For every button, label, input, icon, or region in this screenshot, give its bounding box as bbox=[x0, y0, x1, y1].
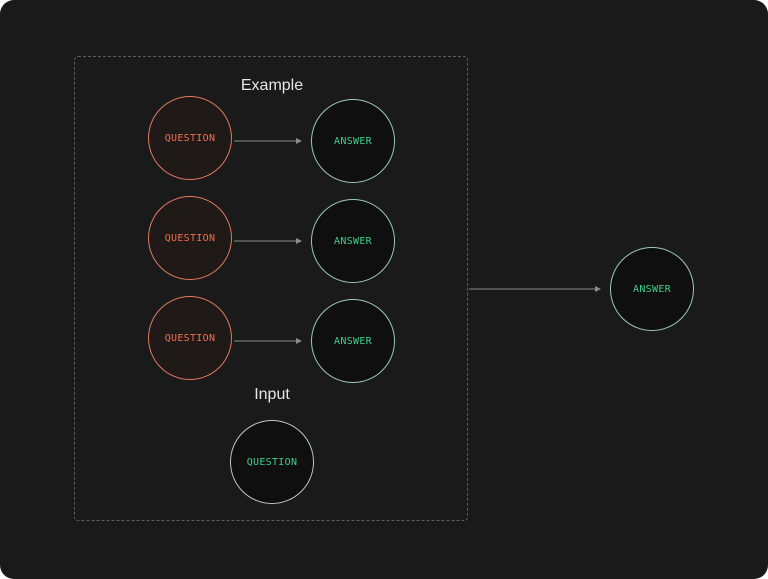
input-heading: Input bbox=[254, 386, 290, 403]
example-answer-2: ANSWER bbox=[311, 199, 395, 283]
input-question: QUESTION bbox=[230, 420, 314, 504]
output-answer: ANSWER bbox=[610, 247, 694, 331]
example-heading: Example bbox=[240, 77, 304, 94]
example-answer-3: ANSWER bbox=[311, 299, 395, 383]
example-question-1: QUESTION bbox=[148, 96, 232, 180]
example-question-3: QUESTION bbox=[148, 296, 232, 380]
example-answer-1: ANSWER bbox=[311, 99, 395, 183]
example-question-2: QUESTION bbox=[148, 196, 232, 280]
prompt-frame bbox=[74, 56, 468, 521]
